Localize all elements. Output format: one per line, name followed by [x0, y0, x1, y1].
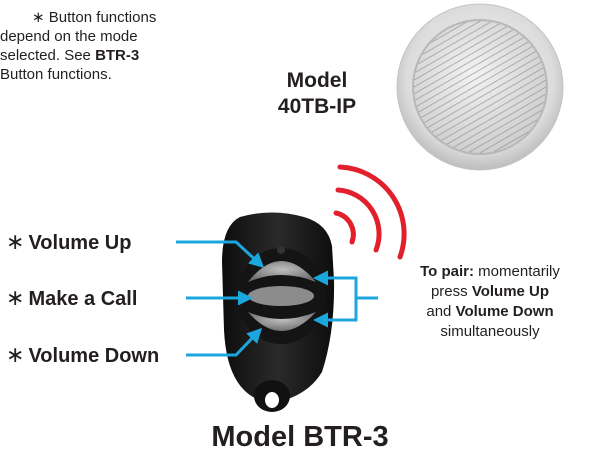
- asterisk-icon: ∗: [6, 285, 25, 310]
- volume-down-label: ∗Volume Down: [6, 342, 160, 368]
- make-call-label: ∗Make a Call: [6, 285, 138, 311]
- button-arrows: [176, 240, 265, 357]
- speaker-image: [396, 3, 564, 171]
- speaker-model-label: Model 40TB-IP: [277, 69, 357, 118]
- asterisk-icon: ∗: [6, 342, 25, 367]
- remote-model-title: Model BTR-3: [211, 421, 389, 453]
- pairing-bracket: [313, 270, 378, 328]
- volume-up-label: ∗Volume Up: [6, 229, 132, 255]
- pairing-instructions: To pair: momentarily press Volume Up and…: [420, 263, 560, 340]
- signal-waves-icon: [333, 164, 407, 260]
- mode-note: ∗ Button functions depend on the mode se…: [0, 9, 157, 83]
- remote-image: [222, 212, 335, 412]
- volume-down-arrow: [186, 327, 263, 357]
- asterisk-icon: ∗: [32, 9, 45, 26]
- asterisk-icon: ∗: [6, 229, 25, 254]
- volume-up-arrow: [176, 240, 265, 269]
